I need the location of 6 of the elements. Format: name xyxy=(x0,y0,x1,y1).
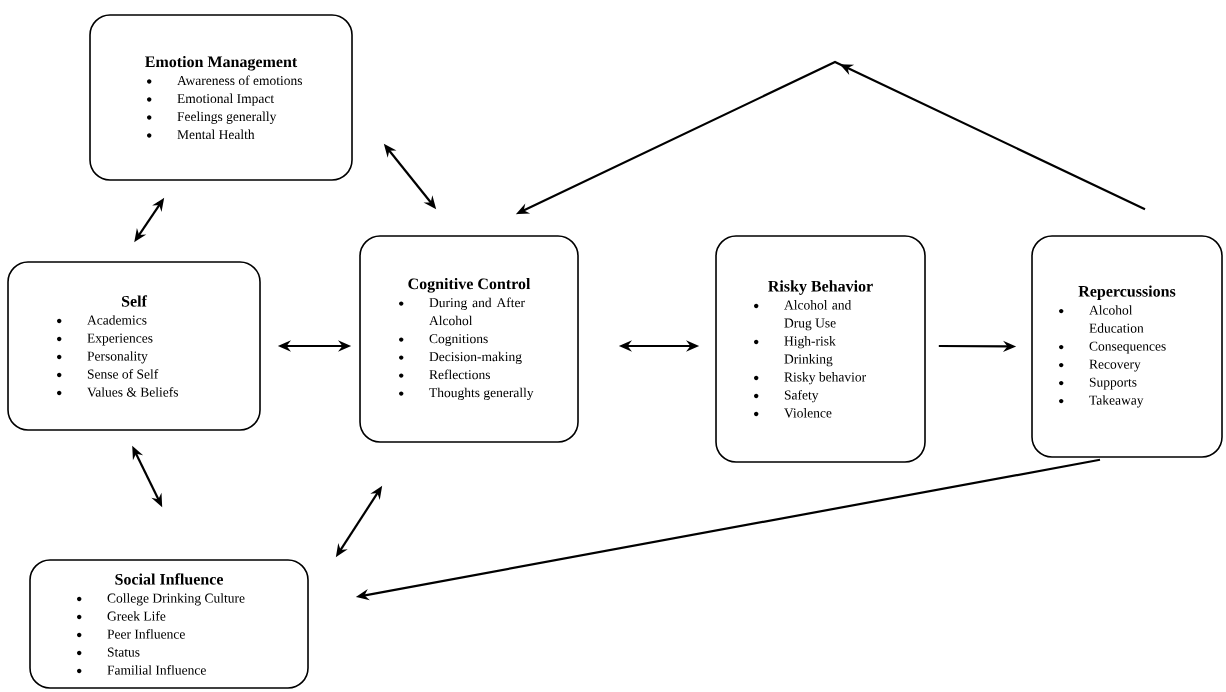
concept-box: Social Influence College Drinking Culture Greek Life Peer Influence Status Familial Influence xyxy=(29,559,309,689)
concept-box: Repercussions Alcohol Education Consequences Recovery Supports Takeaway xyxy=(1031,235,1223,458)
concept-box: Emotion Management Awareness of emotions Emotional Impact Feelings generally Mental Health xyxy=(89,14,353,181)
concept-box: Self Academics Experiences Personality Sense of Self Values & Beliefs xyxy=(7,261,261,431)
concept-box: Cognitive Control During and After Alcohol Cognitions Decision-making Reflections Thoughts generally xyxy=(359,235,579,443)
concept-box: Risky Behavior Alcohol and Drug Use High-risk Drinking Risky behavior Safety Violence xyxy=(715,235,926,463)
